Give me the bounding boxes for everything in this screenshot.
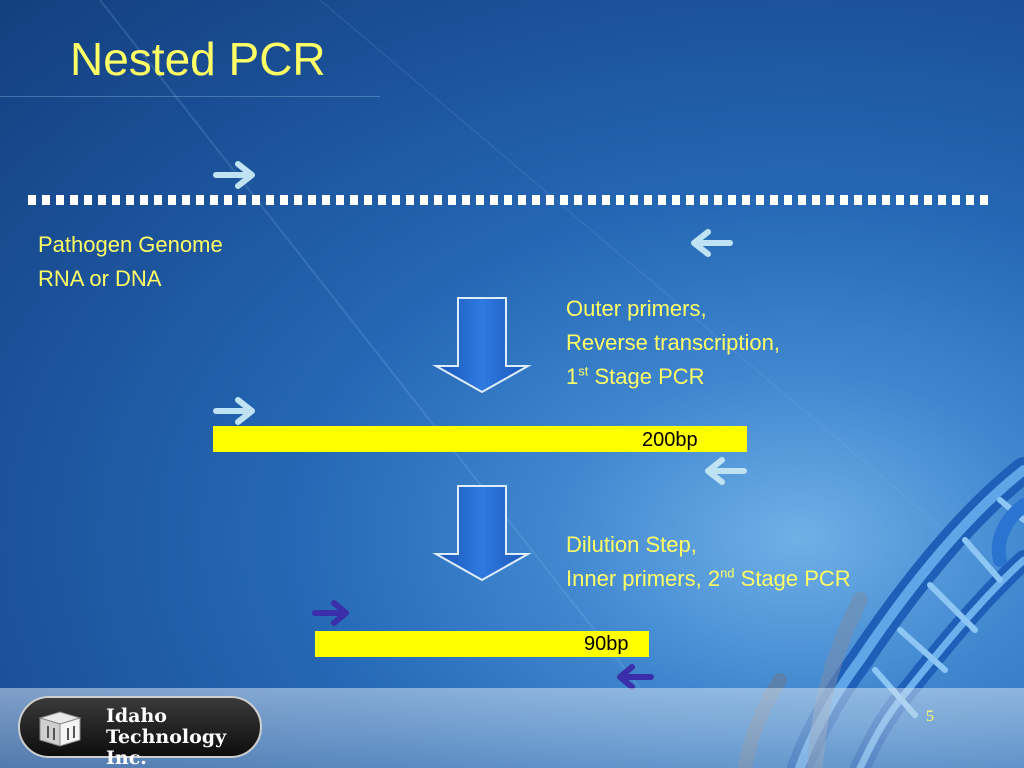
step-2-line-2-suffix: Stage PCR bbox=[734, 566, 851, 591]
logo-line-2: Technology Inc. bbox=[106, 726, 227, 768]
title-divider bbox=[0, 96, 380, 97]
genome-strand-dotted-line bbox=[28, 195, 992, 205]
step-1-line-3-prefix: 1 bbox=[566, 364, 579, 389]
logo-company-name: Idaho Technology Inc. bbox=[106, 706, 260, 768]
inner-reverse-primer-left-arrow-icon bbox=[617, 664, 654, 690]
step-1-line-3-superscript: st bbox=[578, 363, 589, 379]
step-2-label: Dilution Step, Inner primers, 2nd Stage … bbox=[566, 528, 851, 596]
inner-forward-primer-right-arrow-icon bbox=[312, 600, 349, 626]
page-number: 5 bbox=[926, 708, 934, 725]
idaho-technology-logo-icon bbox=[38, 711, 82, 747]
step-2-line-2-prefix: Inner primers, 2 bbox=[566, 566, 721, 591]
step-2-line-2-superscript: nd bbox=[720, 565, 735, 581]
slide-title: Nested PCR bbox=[70, 33, 326, 85]
genome-label: Pathogen Genome RNA or DNA bbox=[38, 228, 223, 296]
pcr-product-200bp-bar bbox=[213, 426, 747, 452]
step-1-line-3-suffix: Stage PCR bbox=[588, 364, 705, 389]
step-2-line-1: Dilution Step, bbox=[566, 532, 697, 557]
step-1-label: Outer primers, Reverse transcription, 1s… bbox=[566, 292, 780, 394]
pcr-product-90bp-bar bbox=[315, 631, 649, 657]
logo-line-1: Idaho bbox=[106, 705, 167, 727]
step-1-line-2: Reverse transcription, bbox=[566, 330, 780, 355]
step-1-line-3: 1st Stage PCR bbox=[566, 360, 780, 394]
process-step-1-down-arrow-icon bbox=[432, 297, 532, 394]
genome-label-line-1: Pathogen Genome bbox=[38, 232, 223, 257]
step-1-line-1: Outer primers, bbox=[566, 296, 707, 321]
outer-forward-primer-right-arrow-icon-2 bbox=[213, 397, 255, 425]
product-2-size-label: 90bp bbox=[584, 633, 629, 655]
outer-reverse-primer-left-arrow-icon-2 bbox=[705, 457, 747, 485]
outer-forward-primer-right-arrow-icon bbox=[213, 161, 255, 189]
process-step-2-down-arrow-icon bbox=[432, 485, 532, 582]
step-2-line-2: Inner primers, 2nd Stage PCR bbox=[566, 562, 851, 596]
outer-reverse-primer-left-arrow-icon bbox=[691, 229, 733, 257]
idaho-technology-logo: Idaho Technology Inc. bbox=[18, 696, 262, 768]
product-1-size-label: 200bp bbox=[642, 429, 698, 451]
genome-label-line-2: RNA or DNA bbox=[38, 266, 162, 291]
